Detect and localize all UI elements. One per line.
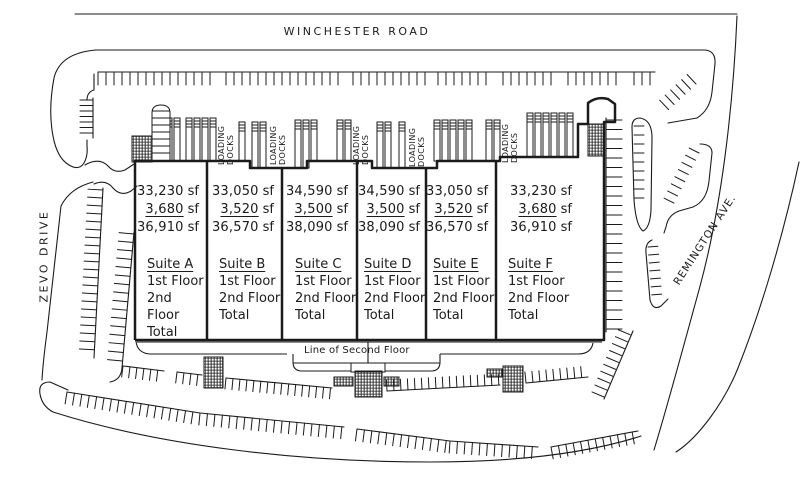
- suite-name: Suite C: [295, 257, 342, 272]
- parking-stalls: [64, 71, 700, 460]
- suite-name: Suite A: [147, 257, 194, 272]
- second-floor-label: 2nd Floor: [147, 291, 180, 323]
- south-boundary: [39, 381, 642, 463]
- remington-ave-lines: [653, 15, 800, 453]
- first-floor-label: 1st Floor: [295, 274, 352, 289]
- winchester-road-label: WINCHESTER ROAD: [277, 25, 437, 38]
- first-floor-label: 1st Floor: [219, 274, 276, 289]
- loading-docks-label-5: LOADING DOCKS: [501, 123, 519, 163]
- first-floor-label: 1st Floor: [433, 274, 490, 289]
- driveway-curbs: [84, 160, 138, 194]
- line-of-second-floor-label: Line of Second Floor: [304, 345, 410, 356]
- suite-name: Suite E: [433, 257, 479, 272]
- suite-name: Suite D: [364, 257, 412, 272]
- zevo-drive-label: ZEVO DRIVE: [37, 209, 51, 303]
- second-floor-label: 2nd Floor: [508, 291, 570, 306]
- suite-dividers: [205, 161, 498, 340]
- total-label: Total: [508, 308, 539, 323]
- second-floor-label: 2nd Floor: [295, 291, 357, 306]
- total-label: Total: [295, 308, 326, 323]
- suite-name: Suite B: [219, 257, 266, 272]
- west-stall-baselines: [92, 97, 135, 383]
- total-label: Total: [147, 325, 178, 340]
- loading-docks-label-2: LOADING DOCKS: [269, 125, 287, 165]
- second-floor-label: 2nd Floor: [219, 291, 281, 306]
- second-floor-label: 2nd Floor: [433, 291, 495, 306]
- winchester-road-lines: [74, 13, 738, 124]
- ramp: [151, 104, 171, 161]
- first-floor-label: 1st Floor: [147, 274, 204, 289]
- first-floor-label: 1st Floor: [364, 274, 421, 289]
- building-outline: [133, 96, 617, 342]
- zevo-boundary: [41, 49, 97, 381]
- total-label: Total: [433, 308, 464, 323]
- suite-name: Suite F: [508, 257, 553, 272]
- loading-docks-label-3: LOADING DOCKS: [352, 125, 370, 165]
- crosshatch-pads: [131, 123, 605, 398]
- road-name: WINCHESTER ROAD: [283, 25, 431, 38]
- total-label: Total: [219, 308, 250, 323]
- loading-docks-label-1: LOADING DOCKS: [217, 125, 235, 165]
- second-floor-label: 2nd Floor: [364, 291, 426, 306]
- road-name: ZEVO DRIVE: [37, 209, 51, 303]
- first-floor-label: 1st Floor: [508, 274, 565, 289]
- total-label: Total: [364, 308, 395, 323]
- loading-docks-label-4: LOADING DOCKS: [408, 127, 426, 167]
